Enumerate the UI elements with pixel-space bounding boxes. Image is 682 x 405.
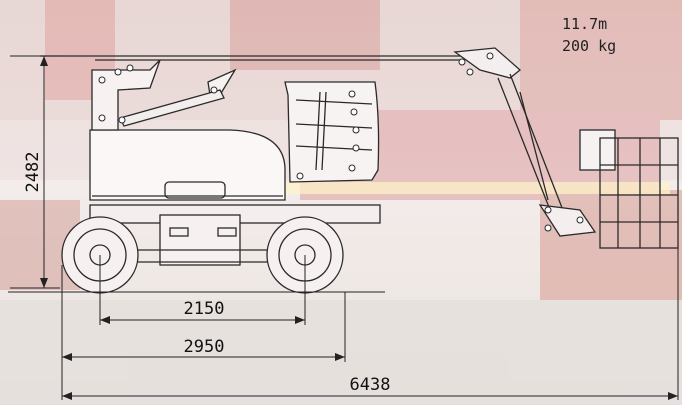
overall-length-label: 6438	[350, 375, 391, 395]
load-capacity-spec: 200 kg	[562, 37, 617, 55]
dimension-lines	[8, 55, 679, 400]
overall-height-label: 2482	[23, 152, 43, 193]
overall-width-label: 2950	[184, 337, 225, 357]
dimension-arrows	[40, 56, 678, 400]
joint-bolts	[98, 52, 584, 232]
machine-outline	[40, 47, 679, 294]
working-height-spec: 11.7m	[562, 15, 608, 33]
wheelbase-label: 2150	[184, 299, 225, 319]
